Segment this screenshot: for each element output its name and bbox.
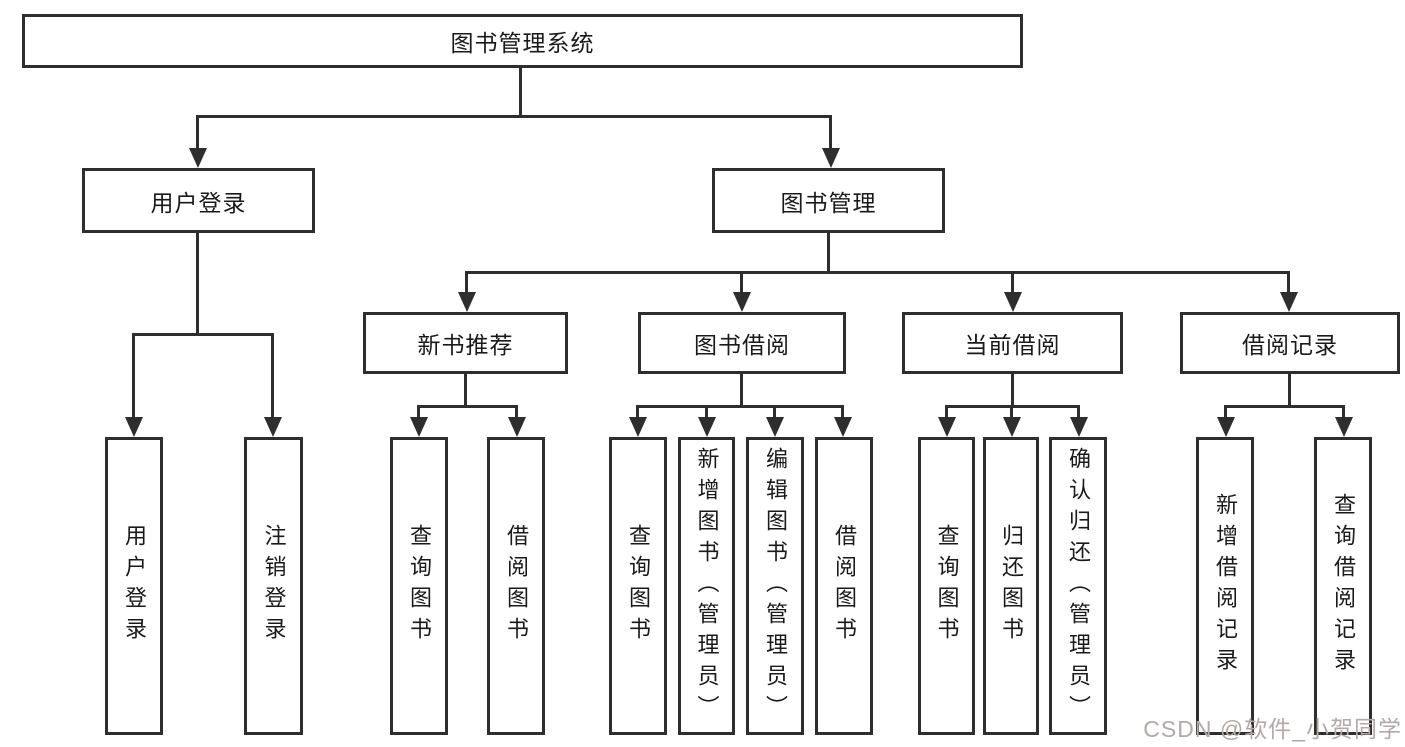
node-current-borrow: 当前借阅: [902, 312, 1123, 374]
node-current-borrow-label: 当前借阅: [964, 332, 1061, 358]
connector-line: [417, 405, 420, 417]
leaf-cb-return-books: 归还图书: [983, 437, 1039, 735]
leaf-bb-borrow-books: 借阅图书: [815, 437, 873, 735]
connector-line: [196, 115, 832, 118]
arrow-down-icon: [189, 148, 207, 168]
connector-line: [1224, 405, 1345, 408]
leaf-br-query-record: 查询借阅记录: [1314, 437, 1372, 735]
leaf-br-add-record-label: 新增借阅记录: [1213, 493, 1238, 679]
connector-line: [1288, 374, 1291, 408]
leaf-bb-edit-books-admin-label: 编辑图书（管理员）: [763, 446, 788, 726]
connector-line: [417, 405, 518, 408]
connector-line: [773, 405, 776, 417]
arrow-down-icon: [1004, 292, 1022, 312]
connector-line: [829, 115, 832, 150]
arrow-down-icon: [834, 417, 852, 437]
leaf-logout-label: 注销登录: [261, 524, 287, 648]
leaf-cb-return-books-label: 归还图书: [999, 524, 1024, 648]
leaf-bb-add-books-admin-label: 新增图书（管理员）: [694, 446, 720, 726]
leaf-cb-query-books: 查询图书: [918, 437, 975, 735]
connector-line: [827, 233, 830, 274]
leaf-rec-query-books: 查询图书: [390, 437, 448, 735]
node-new-book-recommend-label: 新书推荐: [417, 332, 514, 358]
leaf-rec-query-books-label: 查询图书: [407, 524, 432, 648]
arrow-down-icon: [410, 417, 428, 437]
leaf-rec-borrow-books-label: 借阅图书: [504, 524, 529, 648]
connector-line: [464, 374, 467, 408]
connector-line: [1342, 405, 1345, 417]
arrow-down-icon: [458, 292, 476, 312]
arrow-down-icon: [1070, 417, 1088, 437]
node-root-label: 图书管理系统: [450, 30, 595, 56]
connector-line: [132, 333, 274, 336]
node-book-management-label: 图书管理: [780, 189, 877, 216]
leaf-bb-query-books-label: 查询图书: [626, 524, 651, 648]
connector-line: [519, 66, 522, 118]
connector-line: [271, 333, 274, 417]
arrow-down-icon: [1335, 417, 1353, 437]
leaf-cb-confirm-return-admin: 确认归还（管理员）: [1049, 437, 1107, 735]
connector-line: [1010, 405, 1013, 417]
node-borrow-records-label: 借阅记录: [1242, 332, 1338, 358]
arrow-down-icon: [698, 417, 716, 437]
connector-line: [740, 374, 743, 408]
connector-line: [945, 405, 948, 417]
csdn-watermark: CSDN @软件_小贺同学: [1143, 710, 1402, 744]
connector-line: [1011, 271, 1014, 294]
connector-line: [705, 405, 708, 417]
node-user-login-label: 用户登录: [150, 189, 247, 216]
node-new-book-recommend: 新书推荐: [363, 312, 568, 374]
arrow-down-icon: [1280, 292, 1298, 312]
leaf-br-query-record-label: 查询借阅记录: [1331, 493, 1356, 679]
connector-line: [465, 271, 468, 294]
arrow-down-icon: [1003, 417, 1021, 437]
leaf-cb-confirm-return-admin-label: 确认归还（管理员）: [1066, 446, 1091, 726]
csdn-watermark-text: CSDN @软件_小贺同学: [1143, 716, 1402, 742]
leaf-cb-query-books-label: 查询图书: [934, 524, 960, 648]
connector-line: [132, 333, 135, 417]
connector-line: [1224, 405, 1227, 417]
node-book-borrow: 图书借阅: [638, 312, 846, 374]
connector-line: [636, 405, 844, 408]
arrow-down-icon: [938, 417, 956, 437]
arrow-down-icon: [733, 292, 751, 312]
node-book-management: 图书管理: [712, 168, 945, 233]
connector-line: [515, 405, 518, 417]
connector-line: [196, 233, 199, 336]
arrow-down-icon: [1217, 417, 1235, 437]
connector-line: [740, 271, 743, 294]
node-user-login: 用户登录: [82, 168, 315, 233]
leaf-bb-query-books: 查询图书: [609, 437, 667, 735]
connector-line: [465, 271, 1290, 274]
connector-line: [1287, 271, 1290, 294]
arrow-down-icon: [508, 417, 526, 437]
leaf-br-add-record: 新增借阅记录: [1196, 437, 1254, 735]
leaf-bb-edit-books-admin: 编辑图书（管理员）: [746, 437, 804, 735]
node-book-borrow-label: 图书借阅: [694, 332, 790, 358]
connector-line: [636, 405, 639, 417]
node-borrow-records: 借阅记录: [1180, 312, 1400, 374]
leaf-user-login: 用户登录: [105, 437, 163, 735]
connector-line: [841, 405, 844, 417]
arrow-down-icon: [125, 417, 143, 437]
arrow-down-icon: [264, 417, 282, 437]
leaf-bb-borrow-books-label: 借阅图书: [832, 524, 857, 648]
connector-line: [1011, 374, 1014, 408]
leaf-logout: 注销登录: [244, 437, 303, 735]
node-root: 图书管理系统: [22, 14, 1023, 68]
arrow-down-icon: [822, 148, 840, 168]
connector-line: [196, 115, 199, 150]
arrow-down-icon: [629, 417, 647, 437]
connector-line: [1077, 405, 1080, 417]
leaf-rec-borrow-books: 借阅图书: [487, 437, 545, 735]
leaf-user-login-label: 用户登录: [122, 524, 147, 648]
arrow-down-icon: [766, 417, 784, 437]
leaf-bb-add-books-admin: 新增图书（管理员）: [678, 437, 735, 735]
